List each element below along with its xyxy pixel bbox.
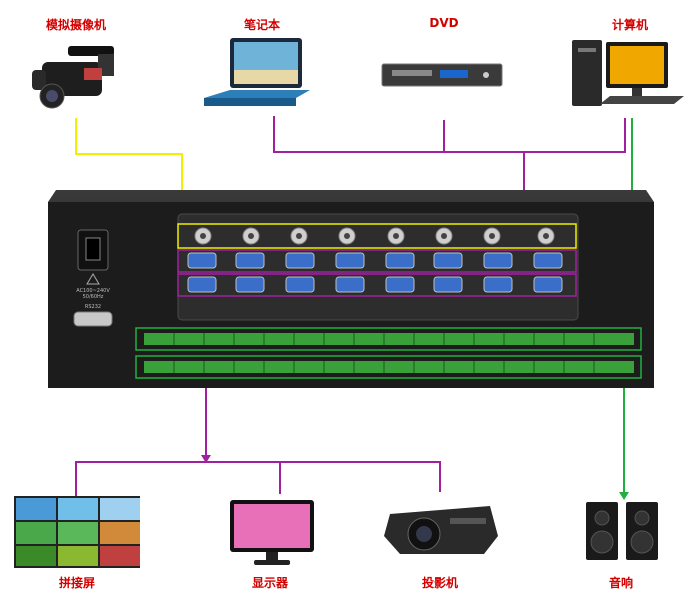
output-split-wire [75,461,441,498]
vga-output-ports [187,276,563,293]
monitor-icon [230,500,314,565]
computer-magenta-wire [524,118,626,153]
dvd-label: DVD [429,16,459,30]
projector-icon [384,506,498,554]
video-wall-label: 拼接屏 [58,576,96,590]
computer-label: 计算机 [611,18,649,32]
matrix-switcher: AC100~240V 50/60Hz RS232 [48,190,654,388]
speakers-label: 音响 [608,576,634,590]
audio-out-arrow [619,492,629,500]
audio-input-terminals [144,333,634,345]
projector-label: 投影机 [421,576,459,590]
camera-label: 模拟摄像机 [45,18,107,32]
laptop-label: 笔记本 [243,18,281,32]
power-spec-1: AC100~240V [76,288,110,294]
speakers-icon [586,502,658,560]
output-wire-arrow [201,455,211,463]
computer-icon [572,40,684,106]
monitor-label: 显示器 [251,576,289,590]
audio-output-terminals [144,361,634,373]
camera-icon [32,46,114,109]
vga-input-ports [187,252,563,269]
serial-label: RS232 [85,304,101,310]
laptop-icon [204,38,310,106]
serial-port [73,311,113,327]
dvd-player-icon [381,63,503,87]
video-wall-icon [14,496,140,568]
warning-triangle-icon [86,273,100,285]
power-spec-2: 50/60Hz [83,294,104,300]
camera-wire [75,118,183,222]
